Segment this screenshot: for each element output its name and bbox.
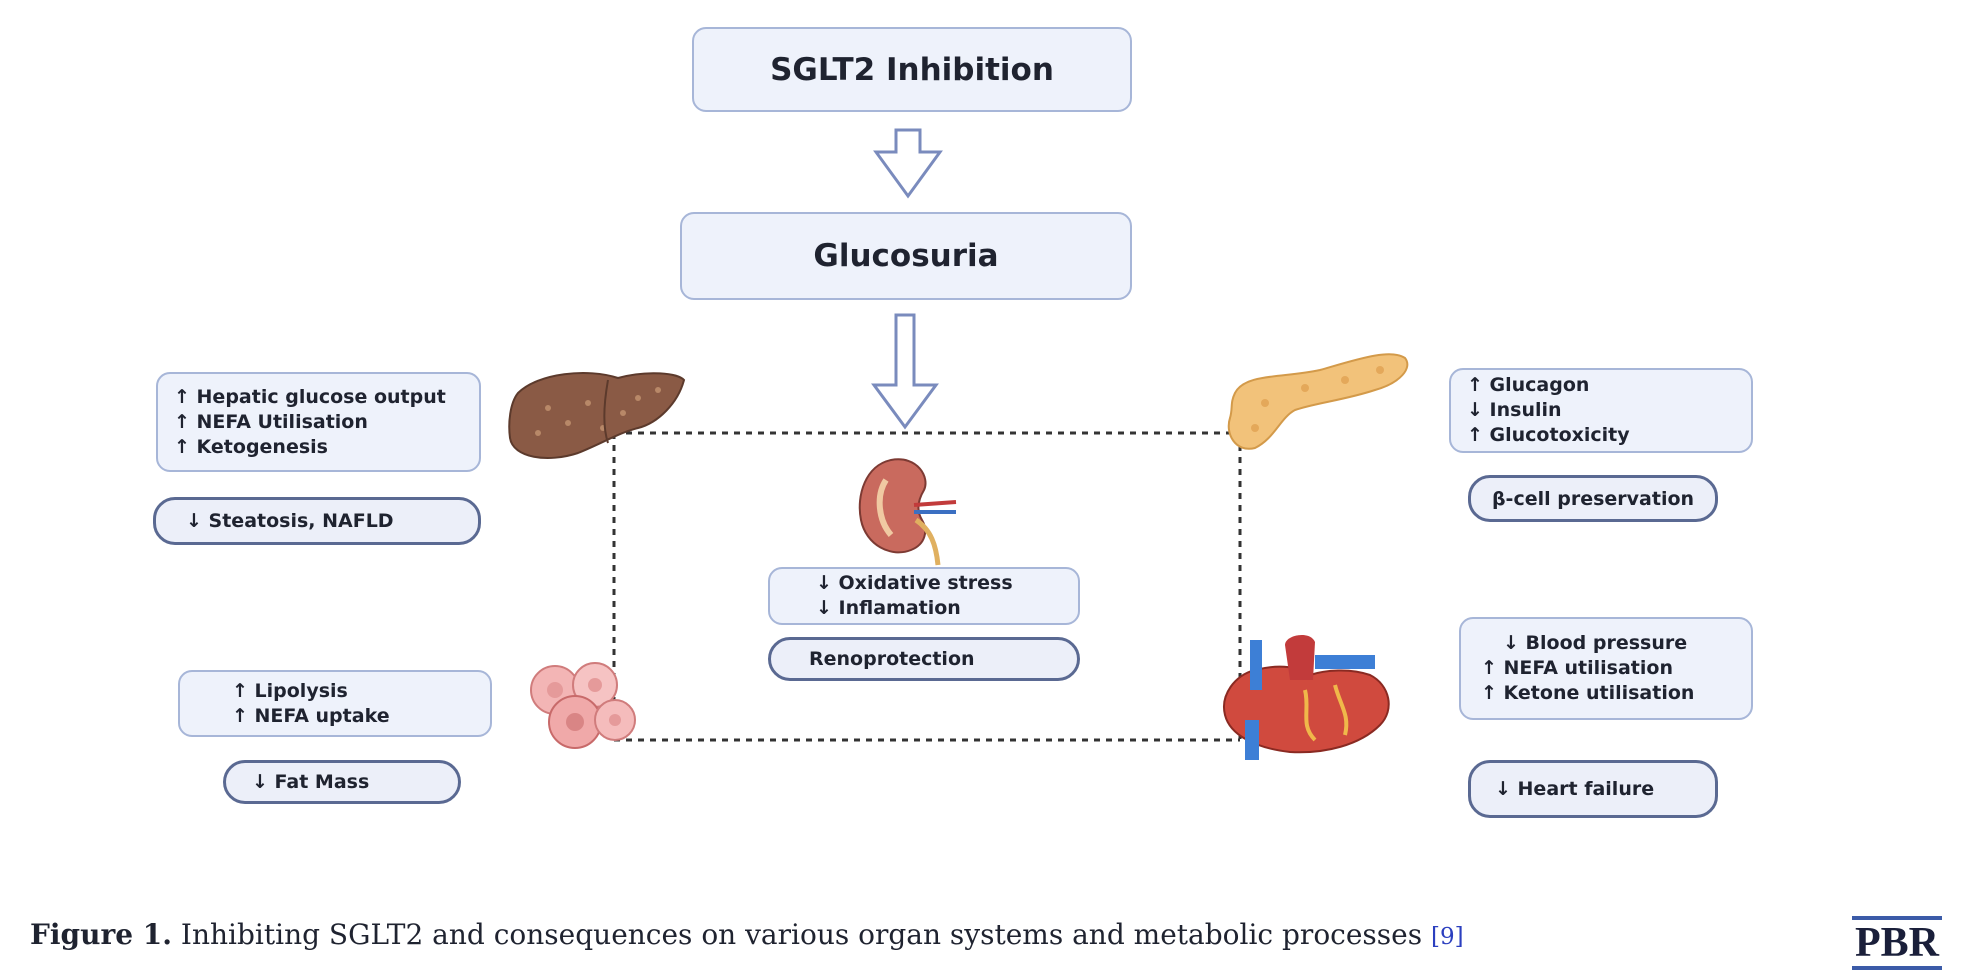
beta-cell-box: β-cell preservation xyxy=(1468,475,1718,522)
effect-line: ↓ Blood pressure xyxy=(1503,632,1688,654)
outcome-label: Renoprotection xyxy=(809,648,975,670)
effect-line: ↓ Inflamation xyxy=(816,597,961,619)
citation-link[interactable]: [9] xyxy=(1431,924,1464,950)
caption-label: Figure 1. xyxy=(30,918,172,951)
kidney-icon xyxy=(858,458,957,566)
heart-failure-box: ↓ Heart failure xyxy=(1468,760,1718,818)
effect-line: ↑ Ketogenesis xyxy=(174,435,328,458)
journal-logo: PBR xyxy=(1852,916,1942,970)
figure-caption: Figure 1. Inhibiting SGLT2 and consequen… xyxy=(30,918,1464,951)
arrow-down-icon xyxy=(871,313,939,430)
outcome-label: ↓ Fat Mass xyxy=(252,771,370,793)
adipose-cells-icon xyxy=(530,662,636,749)
kidney-effects-box: ↓ Oxidative stress ↓ Inflamation xyxy=(768,567,1080,625)
effect-line: ↑ NEFA utilisation xyxy=(1481,657,1673,679)
effect-line: ↑ Glucotoxicity xyxy=(1467,424,1630,446)
outcome-label: ↓ Steatosis, NAFLD xyxy=(186,510,394,532)
outcome-label: ↓ Heart failure xyxy=(1495,778,1655,800)
effect-line: ↓ Oxidative stress xyxy=(816,572,1013,594)
pancreas-effects-box: ↑ Glucagon ↓ Insulin ↑ Glucotoxicity xyxy=(1449,368,1753,453)
effect-line: ↑ Lipolysis xyxy=(232,679,348,702)
effect-line: ↑ Glucagon xyxy=(1467,374,1590,396)
effect-line: ↑ Hepatic glucose output xyxy=(174,385,446,408)
effect-line: ↑ NEFA uptake xyxy=(232,704,390,727)
heart-effects-box: ↓ Blood pressure ↑ NEFA utilisation ↑ Ke… xyxy=(1459,617,1753,720)
steatosis-box: ↓ Steatosis, NAFLD xyxy=(153,497,481,545)
fat-mass-box: ↓ Fat Mass xyxy=(223,760,461,804)
pancreas-icon xyxy=(1227,353,1409,450)
effect-line: ↑ NEFA Utilisation xyxy=(174,410,368,433)
effect-line: ↓ Insulin xyxy=(1467,399,1562,421)
renoprotection-box: Renoprotection xyxy=(768,637,1080,681)
glucosuria-box: Glucosuria xyxy=(680,212,1132,300)
adipose-effects-box: ↑ Lipolysis ↑ NEFA uptake xyxy=(178,670,492,737)
sglt2-inhibition-box: SGLT2 Inhibition xyxy=(692,27,1132,112)
effect-line: ↑ Ketone utilisation xyxy=(1481,682,1695,704)
liver-effects-box: ↑ Hepatic glucose output ↑ NEFA Utilisat… xyxy=(156,372,481,472)
outcome-label: β-cell preservation xyxy=(1491,487,1695,510)
caption-text: Inhibiting SGLT2 and consequences on var… xyxy=(172,918,1432,951)
arrow-down-icon xyxy=(873,128,943,199)
liver-icon xyxy=(508,372,686,459)
heart-icon xyxy=(1223,634,1390,760)
